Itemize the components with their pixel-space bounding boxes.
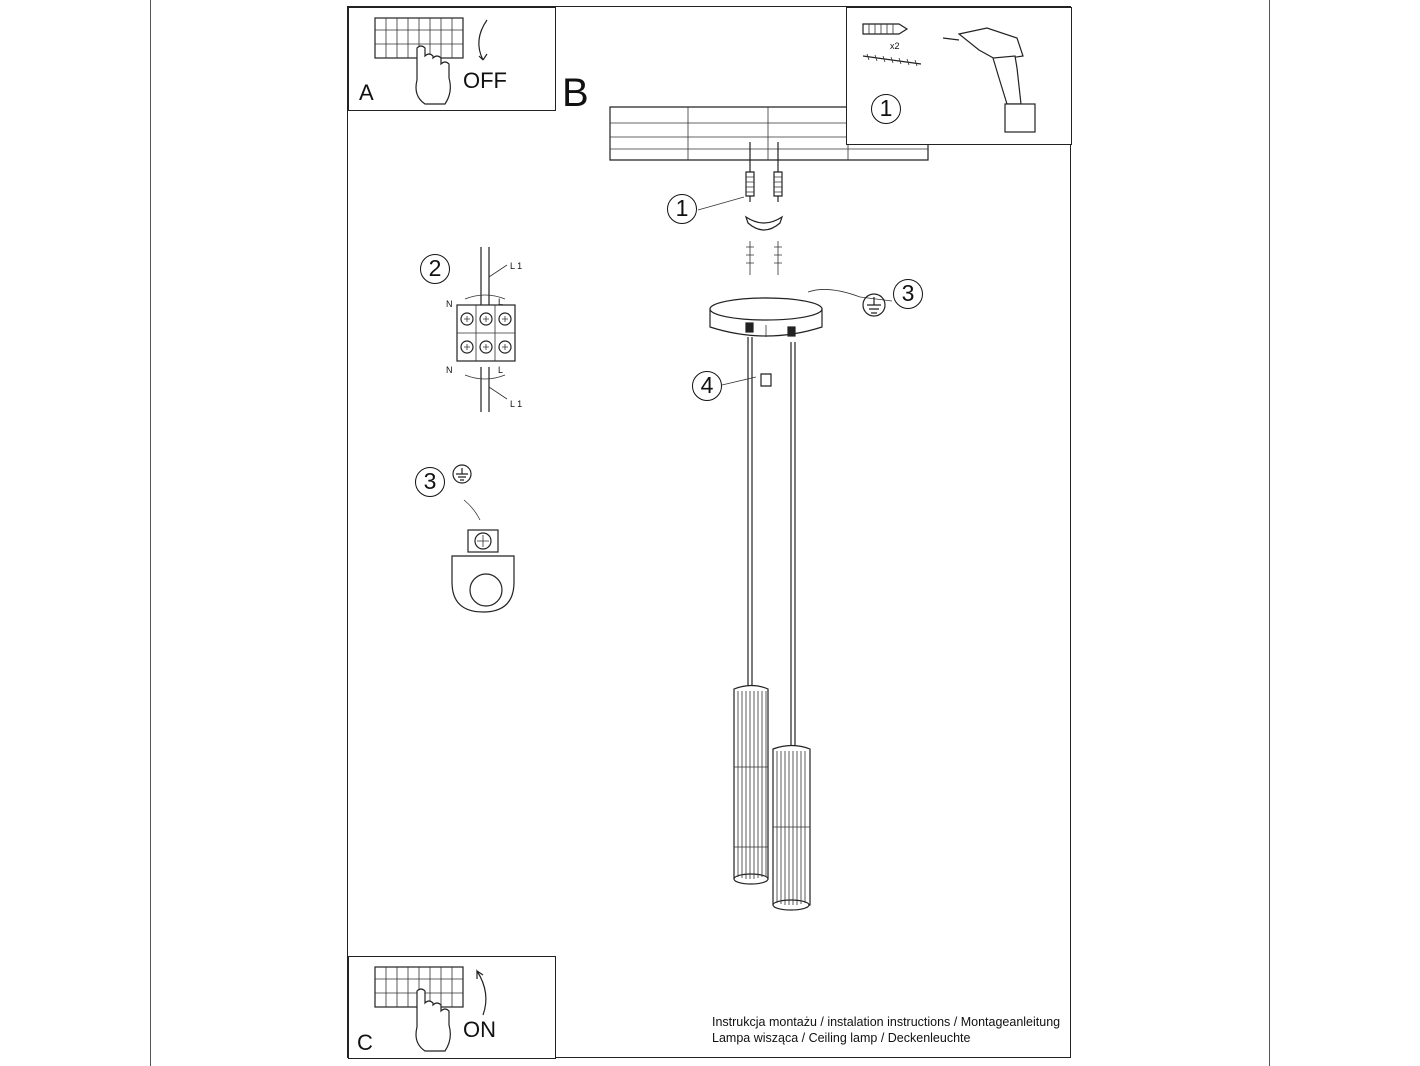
callout-connector: 2 xyxy=(420,254,450,284)
set-screw xyxy=(760,373,772,387)
ground-terminal-diagram xyxy=(451,464,515,613)
breaker-panel-icon xyxy=(374,17,488,105)
footer-line-2: Lampa wisząca / Ceiling lamp / Deckenleu… xyxy=(712,1031,971,1045)
callout-screws: 1 xyxy=(667,194,697,224)
step-c-panel: C ON xyxy=(348,956,556,1059)
tools-quantity: x2 xyxy=(890,41,900,51)
step-b-label: B xyxy=(562,71,589,115)
tools-panel: x2 1 xyxy=(846,7,1072,145)
breaker-panel-icon-on xyxy=(374,966,487,1052)
screw-pair xyxy=(745,142,783,202)
pendant-shade-left xyxy=(733,684,769,885)
pendant-cables xyxy=(747,337,796,747)
ground-wire xyxy=(807,289,861,298)
step-c-action: ON xyxy=(463,1017,496,1042)
callout-set-screw: 4 xyxy=(692,371,722,401)
instruction-sheet: L 1 L N N L L 1 B 1 2 3 4 3 A OFF xyxy=(347,6,1072,1059)
ground-symbol-detail xyxy=(452,464,472,484)
page-edge-left xyxy=(150,0,151,1066)
step-a-label: A xyxy=(359,80,374,105)
drill-icon xyxy=(942,27,1036,133)
terminal-label-n-bottom: N xyxy=(446,365,453,375)
callout-ground-detail: 3 xyxy=(415,467,445,497)
terminal-label-n-top: N xyxy=(446,299,453,309)
terminal-label-l1-top: L 1 xyxy=(510,261,522,271)
ground-symbol-canopy xyxy=(862,293,886,317)
wall-plug-icon xyxy=(862,23,909,35)
step-a-action: OFF xyxy=(463,68,507,93)
hand-icon xyxy=(415,45,451,105)
step-a-panel: A OFF xyxy=(348,7,556,111)
hand-icon-on xyxy=(415,988,451,1052)
mounting-bracket xyxy=(744,215,784,231)
document-footer: Instrukcja montażu / instalation instruc… xyxy=(712,1014,1060,1046)
ceiling-lamp-diagram xyxy=(609,106,929,911)
screw-icon xyxy=(862,53,922,67)
connector-block-diagram: L 1 L N N L L 1 xyxy=(446,247,522,412)
terminal-label-l-top: L xyxy=(498,297,503,307)
ceiling-slab xyxy=(609,106,929,161)
canopy xyxy=(709,297,823,337)
step-c-label: C xyxy=(357,1030,373,1055)
page-edge-right xyxy=(1269,0,1270,1066)
callout-ground: 3 xyxy=(893,279,923,309)
terminal-label-l1-bottom: L 1 xyxy=(510,399,522,409)
terminal-label-l-bottom: L xyxy=(498,365,503,375)
arrow-up-icon xyxy=(476,968,487,1016)
pendant-shade-right xyxy=(772,744,811,911)
tools-step-number: 1 xyxy=(871,94,901,124)
footer-line-1: Instrukcja montażu / instalation instruc… xyxy=(712,1015,1061,1029)
arrow-down-icon xyxy=(478,19,488,61)
tools-illustration: x2 xyxy=(862,23,1036,133)
